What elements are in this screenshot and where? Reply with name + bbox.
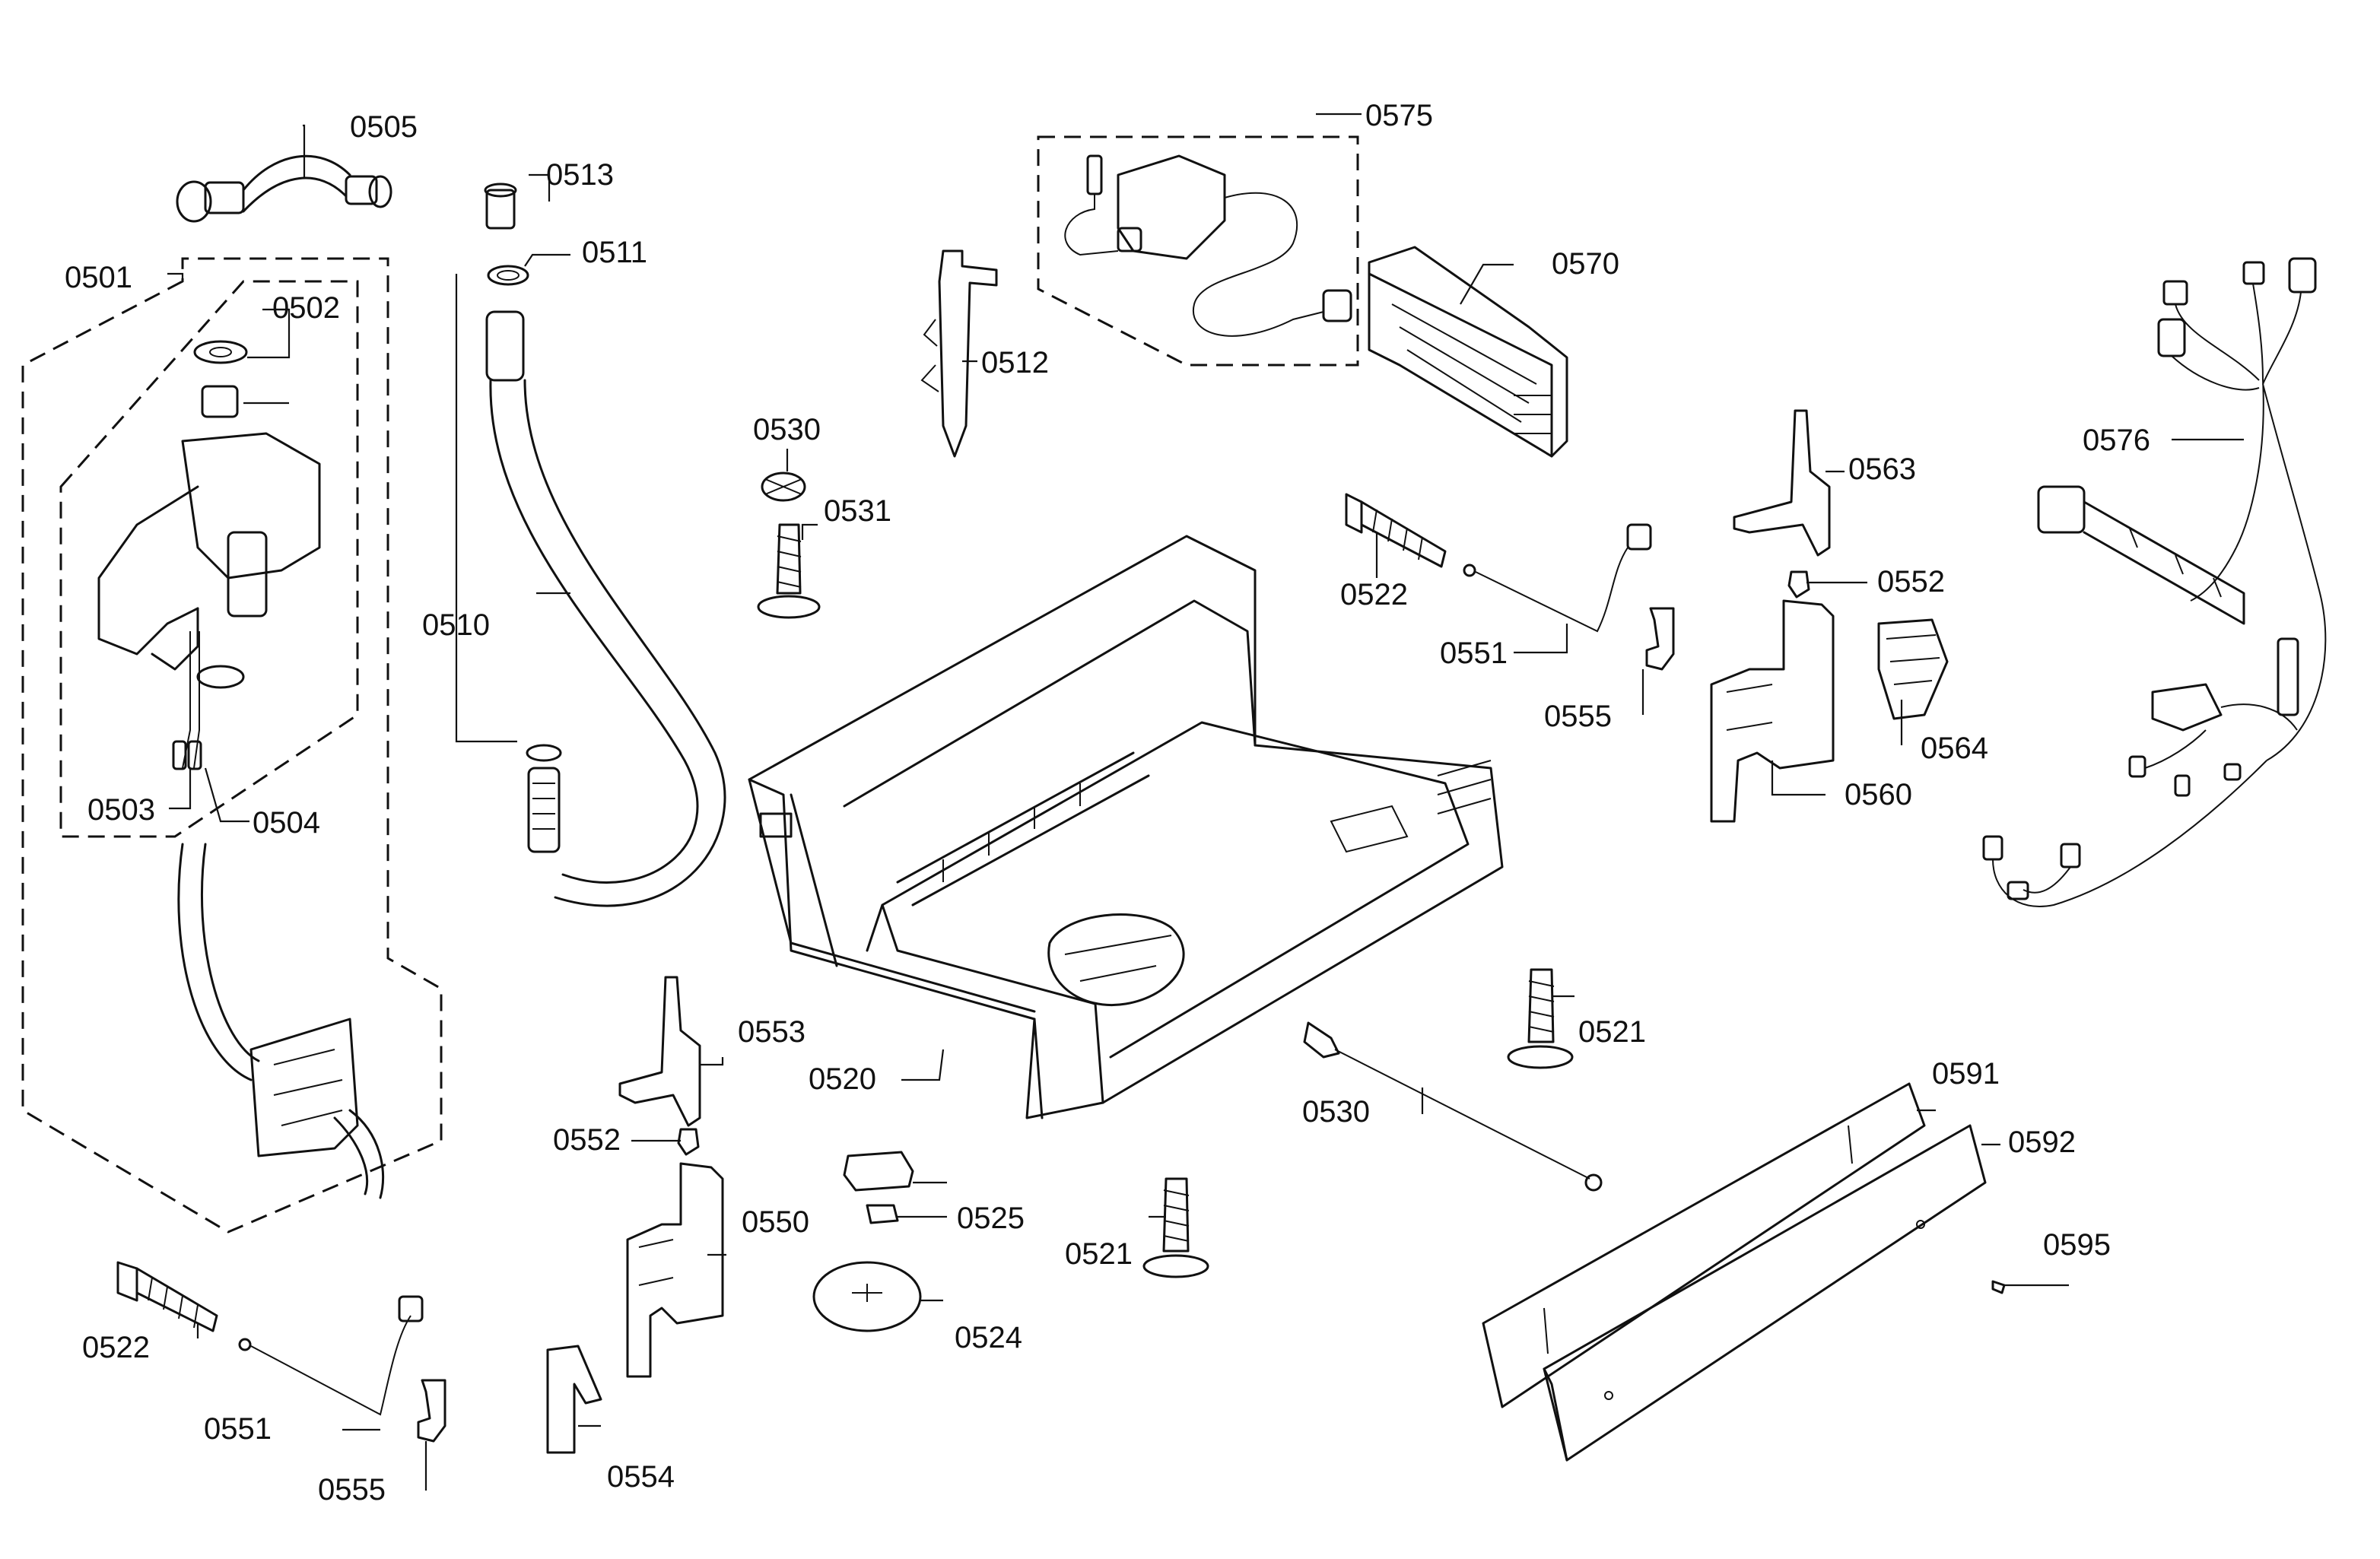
wiring-harness-0576 [1982,257,2327,907]
label-0522-left: 0522 [82,1331,150,1364]
label-0501: 0501 [65,261,132,294]
inlet-hose-lower [177,843,385,1199]
label-0591: 0591 [1932,1057,2000,1091]
clip-0555-left [417,1379,446,1443]
bracket-0554 [546,1345,602,1454]
label-0563: 0563 [1848,452,1916,486]
bracket-0550 [626,1162,724,1378]
terminal-block-0564 [1877,618,1949,720]
base-tub-0520 [748,535,1504,1119]
label-0550: 0550 [742,1205,809,1239]
label-0530-top: 0530 [753,413,821,446]
label-0521-right: 0521 [1578,1015,1646,1049]
label-0560: 0560 [1845,778,1912,811]
bracket-0563 [1733,409,1831,557]
spring-0522-left [116,1261,218,1332]
adjustable-foot-0521-right [1507,968,1574,1069]
label-0520: 0520 [809,1062,876,1096]
clip-0552-right [1787,570,1810,599]
part-labels: 0501 0502 0503 0504 0505 0510 0511 0512 … [65,99,2150,1507]
group-boundary-0501 [21,257,443,1234]
label-0553: 0553 [738,1015,806,1049]
group-boundary-0575 [1037,135,1359,367]
cable-0551-right [1463,523,1652,633]
screw-0595 [1991,1280,2006,1294]
adjustable-foot-0531 [757,472,821,619]
label-0525: 0525 [957,1202,1025,1235]
label-0522-right: 0522 [1340,578,1408,611]
kick-plate-0591 [1482,1082,1926,1408]
label-0592: 0592 [2008,1126,2076,1159]
label-0555-right: 0555 [1544,700,1612,733]
label-0595: 0595 [2043,1228,2111,1262]
kick-plate-0592 [1543,1124,1987,1462]
label-0555-left: 0555 [318,1473,386,1507]
label-0551-right: 0551 [1440,637,1508,670]
rod-0530 [1303,1021,1603,1192]
drain-hose-0510 [484,183,726,907]
adjustable-foot-0521-center [1142,1177,1209,1278]
label-0510: 0510 [422,608,490,642]
label-0511: 0511 [582,236,647,269]
label-0503: 0503 [87,793,155,827]
label-0504: 0504 [253,806,320,840]
wiring-block-0575 [1064,154,1352,337]
bracket-0512 [920,249,998,458]
label-0512: 0512 [981,346,1049,379]
cable-0551-left [238,1295,424,1416]
control-module-0570 [1368,246,1568,458]
label-0530-bottom: 0530 [1302,1095,1370,1129]
inlet-valve-assembly [97,340,321,770]
label-0570: 0570 [1552,247,1619,281]
leader-lines [167,113,2244,1491]
label-0505: 0505 [350,110,418,144]
label-0524: 0524 [955,1321,1022,1354]
clip-0555-right [1645,607,1675,671]
bracket-0553 [618,976,701,1127]
supply-hose-0505 [176,154,392,223]
group-boundary-0502 [59,280,359,838]
spring-0522-right [1345,493,1447,568]
label-0552-left: 0552 [553,1123,621,1157]
connector-0525 [843,1151,914,1224]
label-0521-center: 0521 [1065,1237,1133,1271]
label-0531: 0531 [824,494,891,528]
label-0552-right: 0552 [1877,565,1945,599]
bracket-0560 [1710,599,1835,823]
label-0564: 0564 [1921,732,1988,765]
clip-0552-left [677,1128,700,1156]
disc-0524 [812,1261,922,1332]
label-0554: 0554 [607,1460,675,1494]
label-0576: 0576 [2083,424,2150,457]
label-0551-left: 0551 [204,1412,272,1446]
label-0513: 0513 [546,158,614,192]
label-0575: 0575 [1365,99,1433,132]
label-0502: 0502 [272,291,340,325]
